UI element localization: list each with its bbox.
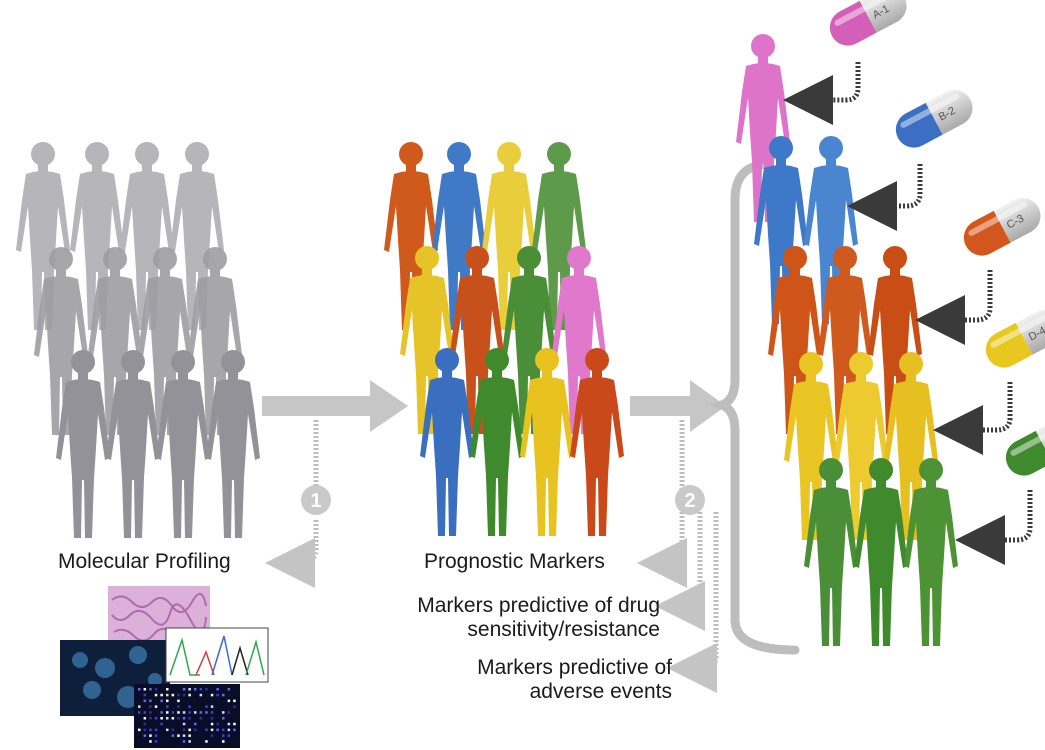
- flow-arrow-1: [262, 380, 408, 432]
- molecular-profiling-label: Molecular Profiling: [58, 550, 231, 573]
- step1-connector: [265, 420, 319, 588]
- drug-markers-label-line2: sensitivity/resistance: [467, 618, 660, 641]
- step-2-badge: 2: [675, 485, 705, 515]
- stratified-population: [384, 142, 624, 536]
- adverse-markers-label-line2: adverse events: [529, 680, 672, 703]
- drug-capsule-c-3: C-3: [963, 198, 1041, 256]
- svg-text:2: 2: [684, 490, 695, 512]
- profiling-data-images: [60, 586, 269, 748]
- gray-population: [16, 142, 260, 538]
- svg-text:1: 1: [310, 490, 321, 512]
- drug-capsule-e-5: E-5: [1005, 418, 1045, 476]
- adverse-markers-label-line1: Markers predictive of: [477, 656, 672, 679]
- grouping-brace: [709, 160, 800, 655]
- drug-capsule-b-2: B-2: [895, 90, 973, 148]
- drug-capsule-d-4: D-4: [985, 310, 1045, 368]
- prognostic-markers-label: Prognostic Markers: [424, 550, 605, 573]
- flow-arrow-2: [630, 380, 726, 432]
- step-1-badge: 1: [301, 485, 331, 515]
- drug-assignment-arrows: [783, 62, 1033, 565]
- step2-connector: [637, 420, 719, 693]
- drug-markers-label-line1: Markers predictive of drug: [417, 594, 660, 617]
- drug-capsule-a-1: A-1: [829, 0, 907, 46]
